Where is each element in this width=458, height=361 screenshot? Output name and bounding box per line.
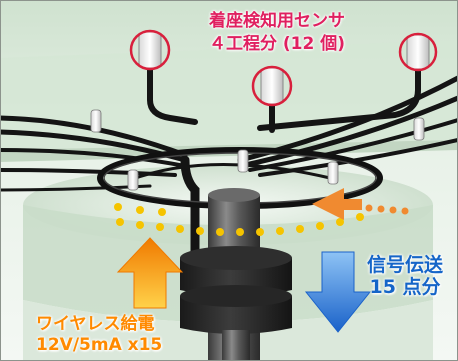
power-label: ワイヤレス給電 12V/5mA x15 xyxy=(36,314,196,356)
background-sensors xyxy=(90,109,425,191)
pole-top xyxy=(208,188,260,202)
sensor-label-line2: ４工程分 (12 個) xyxy=(208,34,346,54)
sensor-label-line1: 着座検知用センサ xyxy=(209,11,345,31)
power-label-line2: 12V/5mA x15 xyxy=(36,335,163,355)
sensor-label: 着座検知用センサ ４工程分 (12 個) xyxy=(183,10,371,56)
highlighted-sensor-center xyxy=(251,65,293,107)
signal-label-line1: 信号伝送 xyxy=(366,254,443,276)
signal-label: 信号伝送 15 点分 xyxy=(350,254,458,298)
rotation-dotted-path xyxy=(114,203,364,236)
signal-down-arrow-icon xyxy=(304,251,372,333)
power-label-line1: ワイヤレス給電 xyxy=(36,314,155,334)
power-up-arrow-icon xyxy=(116,237,184,309)
upper-shelf xyxy=(0,40,458,150)
highlighted-sensor-right xyxy=(398,32,438,72)
highlighted-sensor-left xyxy=(129,29,171,71)
cable-harness xyxy=(0,57,458,265)
signal-label-line2: 15 点分 xyxy=(369,276,441,298)
rotation-arrow-icon xyxy=(312,188,409,220)
rotary-coupler xyxy=(180,246,292,361)
